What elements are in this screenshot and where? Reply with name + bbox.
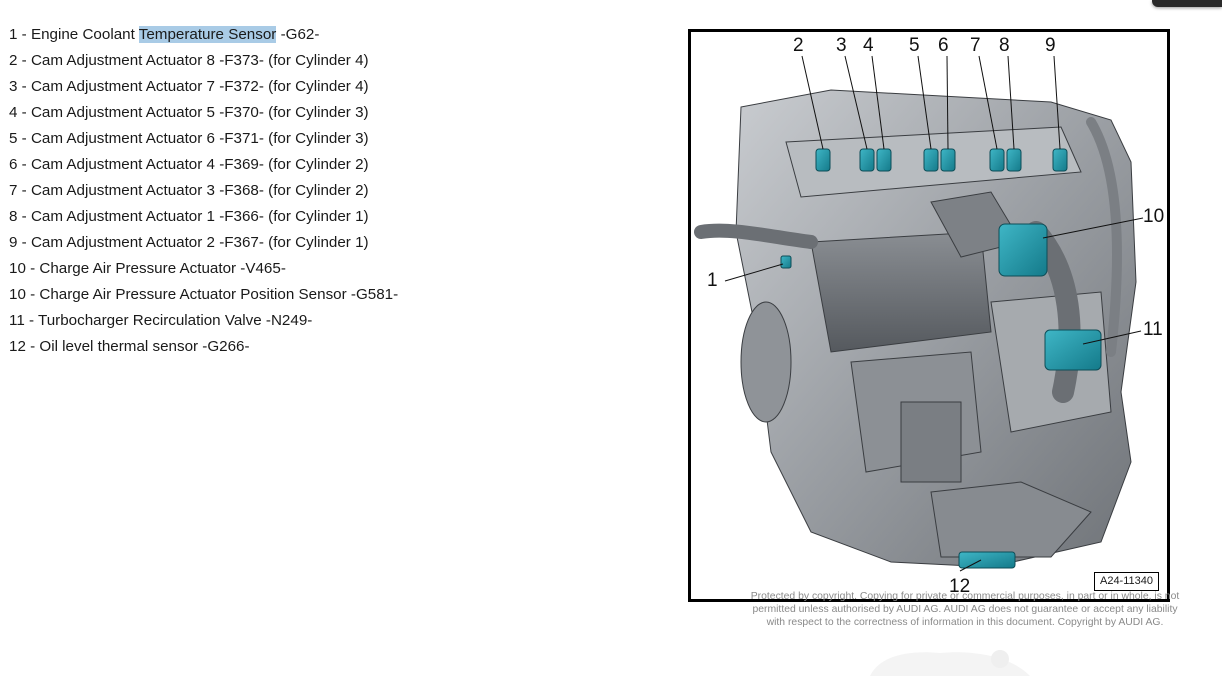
legend-item-7: 7 - Cam Adjustment Actuator 3 -F368- (fo… xyxy=(9,182,369,199)
callout-6: 6 xyxy=(938,35,949,56)
legend-item-1-suffix: -G62- xyxy=(276,26,320,43)
window-corner-tab[interactable] xyxy=(1152,0,1222,7)
copyright-line-2: permitted unless authorised by AUDI AG. … xyxy=(752,604,1178,615)
callout-4: 4 xyxy=(863,35,874,56)
figure-reference: A24-11340 xyxy=(1093,572,1159,591)
legend-item-12: 12 - Oil level thermal sensor -G266- xyxy=(9,338,250,355)
copyright-line-1: Protected by copyright. Copying for priv… xyxy=(750,591,1180,602)
callout-2: 2 xyxy=(793,35,804,56)
sensor-12 xyxy=(958,551,1016,569)
valve-11 xyxy=(1044,329,1102,371)
legend-item-10b: 10 - Charge Air Pressure Actuator Positi… xyxy=(9,286,399,303)
engine-block xyxy=(694,89,1137,568)
legend-item-11: 11 - Turbocharger Recirculation Valve -N… xyxy=(9,312,313,329)
selected-text[interactable]: Temperature Sensor xyxy=(138,26,277,43)
callout-12: 12 xyxy=(949,576,971,597)
sensor-1 xyxy=(780,255,792,269)
actuator-10 xyxy=(998,223,1048,277)
copyright-line-3: with respect to the correctness of infor… xyxy=(766,617,1164,628)
component-legend: 1 - Engine Coolant Temperature Sensor -G… xyxy=(9,25,449,363)
callout-8: 8 xyxy=(999,35,1010,56)
callout-leaders xyxy=(724,55,1144,572)
callout-1: 1 xyxy=(707,270,718,291)
cam-actuators xyxy=(815,148,1068,172)
callout-10: 10 xyxy=(1143,206,1165,227)
callout-7: 7 xyxy=(970,35,981,56)
callout-11: 11 xyxy=(1143,319,1163,340)
legend-item-6: 6 - Cam Adjustment Actuator 4 -F369- (fo… xyxy=(9,156,369,173)
engine-diagram: 2 3 4 5 6 7 8 9 10 1 11 12 A24-11340 xyxy=(688,29,1170,602)
legend-item-10a: 10 - Charge Air Pressure Actuator -V465- xyxy=(9,260,286,277)
legend-item-2: 2 - Cam Adjustment Actuator 8 -F373- (fo… xyxy=(9,52,369,69)
legend-item-3: 3 - Cam Adjustment Actuator 7 -F372- (fo… xyxy=(9,78,369,95)
callout-3: 3 xyxy=(836,35,847,56)
legend-item-1: 1 - Engine Coolant Temperature Sensor -G… xyxy=(9,25,449,51)
callout-5: 5 xyxy=(909,35,920,56)
legend-item-8: 8 - Cam Adjustment Actuator 1 -F366- (fo… xyxy=(9,208,369,225)
legend-item-4: 4 - Cam Adjustment Actuator 5 -F370- (fo… xyxy=(9,104,369,121)
watermark-logo xyxy=(870,650,1030,676)
legend-item-9: 9 - Cam Adjustment Actuator 2 -F367- (fo… xyxy=(9,234,369,251)
callout-9: 9 xyxy=(1045,35,1056,56)
copyright-notice: Protected by copyright. Copying for priv… xyxy=(745,590,1185,629)
legend-item-5: 5 - Cam Adjustment Actuator 6 -F371- (fo… xyxy=(9,130,369,147)
engine-illustration xyxy=(694,55,1144,572)
legend-item-1-prefix: 1 - Engine Coolant xyxy=(9,26,139,43)
